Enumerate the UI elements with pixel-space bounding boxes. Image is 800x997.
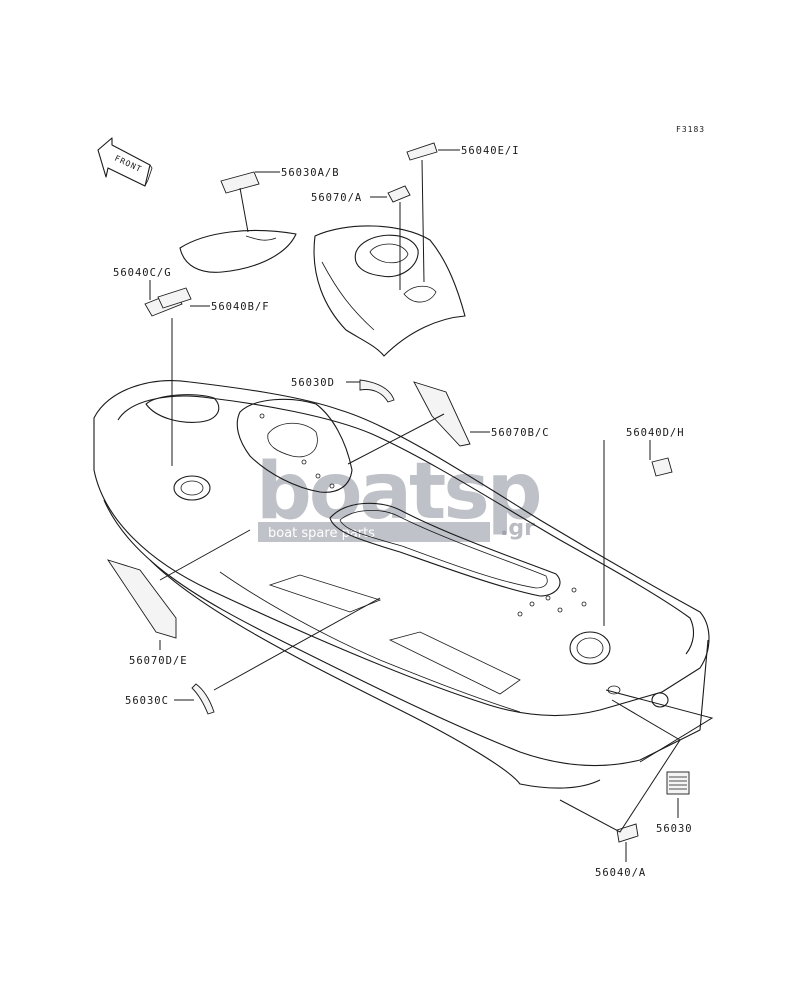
decal-56070A xyxy=(387,185,411,203)
callout-56040EI: 56040E/I xyxy=(461,145,520,157)
callout-56030: 56030 xyxy=(656,823,693,835)
front-arrow-icon: FRONT xyxy=(97,137,153,187)
watermark-logo: boatsp boat spare parts .gr xyxy=(256,447,543,542)
decal-56030 xyxy=(666,771,690,795)
watermark-tagline: boat spare parts xyxy=(268,526,375,541)
decal-56040DH xyxy=(651,457,673,477)
decal-56030C xyxy=(191,683,215,715)
callout-56040CG: 56040C/G xyxy=(113,267,172,279)
front-label: FRONT xyxy=(113,154,143,174)
decal-56040A xyxy=(616,823,639,843)
callout-56030C: 56030C xyxy=(125,695,169,707)
callout-56070DE: 56070D/E xyxy=(129,655,188,667)
decal-56040EI xyxy=(406,142,438,161)
callout-56030AB: 56030A/B xyxy=(281,167,340,179)
callout-56070A: 56070/A xyxy=(311,192,362,204)
decal-56070DE xyxy=(106,559,177,639)
seat-cover-part xyxy=(179,229,297,273)
callout-56040A: 56040/A xyxy=(595,867,646,879)
decal-56070BC xyxy=(413,381,471,447)
figure-code: F3183 xyxy=(676,125,705,134)
decal-56030AB xyxy=(220,171,260,194)
callout-56040BF: 56040B/F xyxy=(211,301,270,313)
leader-lines xyxy=(149,149,714,862)
hull-part xyxy=(93,380,710,789)
callout-56040DH: 56040D/H xyxy=(626,427,685,439)
watermark-tld: .gr xyxy=(500,516,535,541)
callout-56070BC: 56070B/C xyxy=(491,427,550,439)
hood-part xyxy=(313,225,466,357)
decal-56030D xyxy=(359,379,395,403)
decal-56040BF xyxy=(157,287,192,309)
callout-56030D: 56030D xyxy=(291,377,335,389)
